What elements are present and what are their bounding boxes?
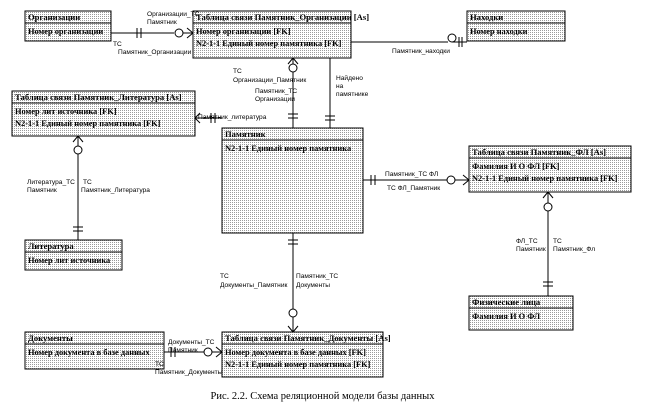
rel-label: Памятник_Литература <box>81 187 150 194</box>
rel-label: Организации_Памятник <box>233 77 306 84</box>
entity-attr: Номер лит источника [FK] <box>15 107 117 116</box>
entity-title: Организации <box>28 12 80 22</box>
entity-title: Таблица связи Памятник_Литература [As] <box>15 92 182 102</box>
entity-link-monument-organization[interactable]: Таблица связи Памятник_Организации [As] … <box>192 10 369 59</box>
entity-title: Литература <box>28 241 74 251</box>
rel-label: Памятник <box>168 347 198 354</box>
rel-label: памятнике <box>336 91 369 98</box>
entity-documents[interactable]: Документы Номер документа в базе данных <box>24 331 165 370</box>
entity-title: Физические лица <box>472 297 541 307</box>
rel-label: Организации_ТС <box>147 11 200 18</box>
entity-title: Документы <box>28 333 73 343</box>
entity-attr: Номер организации <box>28 27 103 36</box>
entity-link-monument-documents[interactable]: Таблица связи Памятник_Документы [As] Но… <box>221 331 391 378</box>
entity-attr: N2-1-1 Единый номер памятника [FK] <box>15 119 161 128</box>
entity-attr: Номер организации [FK] <box>196 27 291 36</box>
rel-label: Документы_Памятник <box>220 282 288 289</box>
rel-label: Памятник_Документы <box>155 369 223 376</box>
rel-label: ТС <box>553 238 562 245</box>
entity-title: Таблица связи Памятник_ФЛ [As] <box>472 147 606 157</box>
entity-literature[interactable]: Литература Номер лит источника <box>24 239 123 271</box>
rel-label: Памятник <box>27 187 57 194</box>
rel-label: Памятник <box>516 246 546 253</box>
relation-monument-link-fl[interactable] <box>363 174 470 186</box>
entity-attr: N2-1-1 Единый номер памятника [FK] <box>225 360 371 369</box>
rel-label: ТС <box>233 68 242 75</box>
rel-label: ТС <box>220 273 229 280</box>
entity-attr: Номер находки <box>470 27 528 36</box>
entity-persons[interactable]: Физические лица Фамилия И О ФЛ <box>468 295 574 331</box>
entity-attr: Номер документа в базе данных <box>28 348 150 357</box>
relation-org-link[interactable] <box>111 27 194 39</box>
entity-attr: Номер документа в базе данных [FK] <box>225 348 366 357</box>
entity-title: Таблица связи Памятник_Организации [As] <box>196 12 369 22</box>
entity-attr: Номер лит источника <box>28 256 111 265</box>
entity-attr: Фамилия И О ФЛ <box>472 312 541 321</box>
entity-link-monument-literature[interactable]: Таблица связи Памятник_Литература [As] Н… <box>11 90 196 137</box>
relation-finds-monument[interactable] <box>325 33 467 128</box>
entity-attr: Фамилия И О ФЛ [FK] <box>472 162 560 171</box>
relation-link-lit-monument[interactable] <box>194 112 222 124</box>
entity-attr: N2-1-1 Единый номер памятника [FK] <box>472 174 618 183</box>
entity-title: Памятник <box>225 129 266 139</box>
entity-organizations[interactable]: Организации Номер организации <box>24 10 112 42</box>
relation-link-fl-persons[interactable] <box>542 191 554 296</box>
rel-label: ТС <box>83 179 92 186</box>
rel-label: ФЛ_ТС <box>516 238 538 245</box>
rel-label: Памятник_ТС ФЛ <box>385 171 438 178</box>
entity-finds[interactable]: Находки Номер находки <box>466 10 566 42</box>
rel-label: Организации <box>255 96 295 103</box>
relation-link-org-monument[interactable] <box>287 57 299 128</box>
entity-title: Таблица связи Памятник_Документы [As] <box>225 333 391 343</box>
relation-link-lit-literature[interactable] <box>72 135 84 240</box>
rel-label: Документы <box>296 282 330 289</box>
entity-attr: N2-1-1 Единый номер памятника <box>225 144 352 153</box>
entity-title: Находки <box>470 12 503 22</box>
rel-label: Памятник_Фл <box>553 246 595 253</box>
entity-attr: N2-1-1 Единый номер памятника [FK] <box>196 39 342 48</box>
entity-link-monument-persons[interactable]: Таблица связи Памятник_ФЛ [As] Фамилия И… <box>468 145 632 193</box>
rel-label: Памятник <box>147 19 177 26</box>
figure-caption: Рис. 2.2. Схема реляционной модели базы … <box>210 391 435 402</box>
rel-label: Документы_ТС <box>168 339 215 346</box>
rel-label: ТС <box>113 41 122 48</box>
relation-docs-link-docs[interactable] <box>164 346 223 358</box>
rel-label: Памятник_литература <box>198 114 267 121</box>
rel-label: Литература_ТС <box>27 179 75 186</box>
rel-label: Памятник_ТС <box>296 273 338 280</box>
rel-label: на <box>336 83 344 90</box>
rel-label: ТС <box>155 361 164 368</box>
rel-label: Памятник_ТС <box>255 88 297 95</box>
rel-label: Найдено <box>336 74 363 82</box>
rel-label: Памятник_находки <box>392 48 450 55</box>
rel-label: Памятник_Организации <box>118 49 192 56</box>
entity-monument[interactable]: Памятник N2-1-1 Единый номер памятника <box>221 127 364 234</box>
relation-labels: Организации_ТС Памятник ТС Памятник_Орга… <box>27 11 595 376</box>
relation-monument-link-docs[interactable] <box>287 233 299 333</box>
rel-label: ТС ФЛ_Памятник <box>387 185 440 192</box>
